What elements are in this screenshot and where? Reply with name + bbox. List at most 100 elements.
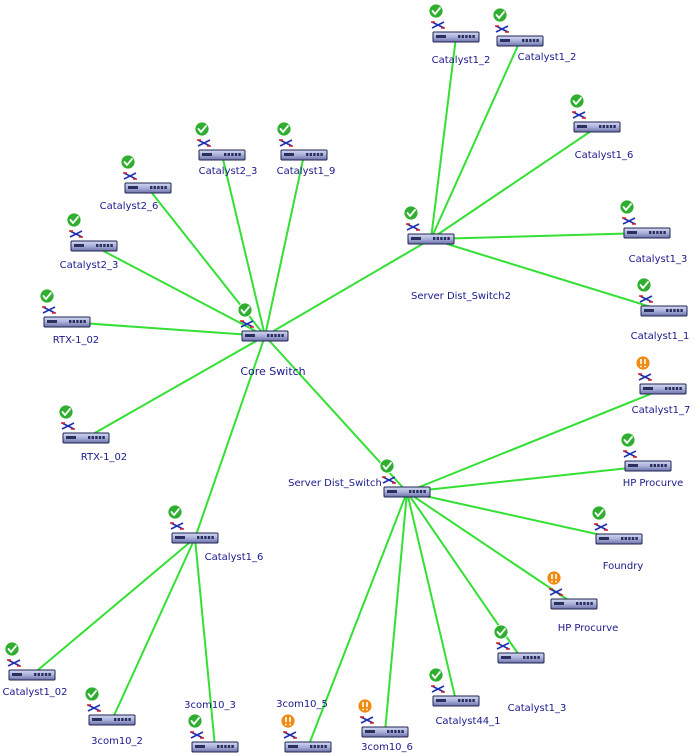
switch-body <box>407 233 455 245</box>
switch-port <box>48 673 51 676</box>
ok-status-icon <box>237 302 253 318</box>
switch-port <box>472 699 475 702</box>
switch-port <box>117 718 120 721</box>
switch-symbol-icon <box>622 217 636 225</box>
ok-status-icon <box>120 154 136 170</box>
switch-port <box>665 387 668 390</box>
ok-status-icon <box>428 3 444 19</box>
device-rtx1[interactable] <box>39 288 91 328</box>
switch-port <box>669 309 672 312</box>
device-label: Catalyst1_6 <box>575 150 634 161</box>
switch-port <box>313 153 316 156</box>
switch-port <box>606 125 609 128</box>
switch-port <box>660 464 664 467</box>
device-sds[interactable] <box>379 458 431 498</box>
switch-port <box>537 656 540 659</box>
device-label: 3com10_5 <box>276 699 328 710</box>
device-cat1_2a[interactable] <box>428 3 480 43</box>
device-sds2[interactable] <box>403 205 455 245</box>
switch-port <box>624 537 627 540</box>
switch-led-bar <box>644 309 654 312</box>
switch-port <box>121 718 124 721</box>
device-c3com10_2[interactable] <box>84 686 136 726</box>
device-cat1_3a[interactable] <box>619 199 671 239</box>
switch-port <box>224 153 227 156</box>
switch-led-bar <box>12 673 22 676</box>
link-sds-cat1_7 <box>406 388 664 493</box>
switch-symbol-icon <box>496 642 510 650</box>
switch-body <box>198 149 246 161</box>
device-cat1_3b[interactable] <box>493 624 545 664</box>
device-label: Catalyst2_3 <box>199 166 258 177</box>
switch-port <box>525 39 528 42</box>
switch-port <box>409 490 412 493</box>
device-cat1_6a[interactable] <box>569 93 621 133</box>
switch-port <box>576 602 579 605</box>
switch-port <box>458 699 461 702</box>
switch-port <box>227 745 231 748</box>
device-hpp1[interactable] <box>620 432 672 472</box>
switch-led-bar <box>202 153 212 156</box>
switch-body <box>640 305 688 317</box>
device-cat2_3a[interactable] <box>194 121 246 161</box>
device-label: Catalyst1_3 <box>629 254 688 265</box>
ok-status-icon <box>428 667 444 683</box>
warning-status-icon <box>635 355 651 371</box>
switch-port <box>609 125 613 128</box>
device-cat2_3b[interactable] <box>66 212 118 252</box>
switch-port <box>316 153 320 156</box>
switch-symbol-icon <box>87 704 101 712</box>
device-cat2_6[interactable] <box>120 154 172 194</box>
device-cat1_2b[interactable] <box>492 7 544 47</box>
device-cat1_7[interactable] <box>635 355 687 395</box>
switch-port <box>394 730 397 733</box>
switch-port <box>88 436 91 439</box>
switch-port <box>443 237 447 240</box>
device-core[interactable] <box>237 302 289 342</box>
switch-port <box>583 602 586 605</box>
switch-port <box>220 745 223 748</box>
switch-symbol-icon <box>283 731 297 739</box>
device-foundry[interactable] <box>591 505 643 545</box>
switch-port <box>306 153 309 156</box>
link-sds2-cat1_2b <box>430 40 521 240</box>
device-cat44_1[interactable] <box>428 667 480 707</box>
switch-body <box>496 35 544 47</box>
device-c3com10_5[interactable] <box>280 713 332 753</box>
device-label: Catalyst2_3 <box>60 260 119 271</box>
device-c3com10_6[interactable] <box>357 698 409 738</box>
switch-port <box>440 237 443 240</box>
switch-port <box>447 237 450 240</box>
device-rtx2[interactable] <box>58 404 110 444</box>
switch-port <box>412 490 415 493</box>
switch-port <box>164 186 167 189</box>
device-cat1_6b[interactable] <box>167 504 219 544</box>
device-hpp2[interactable] <box>546 570 598 610</box>
switch-body <box>191 741 239 753</box>
switch-port <box>599 125 602 128</box>
switch-port <box>523 656 526 659</box>
switch-body <box>8 669 56 681</box>
switch-led-bar <box>284 153 294 156</box>
device-cat1_9[interactable] <box>276 121 328 161</box>
device-label: HP Procurve <box>623 478 684 489</box>
device-cat1_02[interactable] <box>4 641 56 681</box>
link-sds2-cat1_2a <box>430 36 457 240</box>
ok-status-icon <box>84 686 100 702</box>
switch-led-bar <box>74 244 84 247</box>
switch-port <box>114 718 117 721</box>
switch-symbol-icon <box>170 522 184 530</box>
link-core-cat2_3a <box>221 154 266 337</box>
switch-port <box>666 309 669 312</box>
device-label: Catalyst1_2 <box>432 55 491 66</box>
device-cat1_1[interactable] <box>636 277 688 317</box>
switch-port <box>320 745 324 748</box>
device-label: Core Switch <box>240 365 305 378</box>
switch-port <box>530 656 533 659</box>
switch-port <box>238 153 241 156</box>
switch-body <box>43 316 91 328</box>
link-sds-foundry <box>406 491 620 540</box>
device-c3com10_3[interactable] <box>187 713 239 753</box>
switch-led-bar <box>195 745 205 748</box>
